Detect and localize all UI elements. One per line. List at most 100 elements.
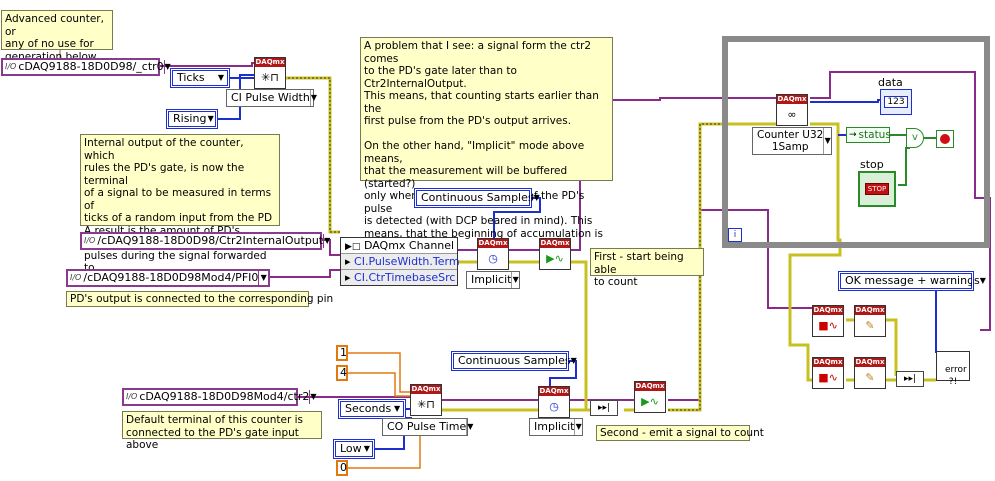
io-constant-ctr2-internal-output[interactable]: I/O /cDAQ9188-18D0D98/Ctr2InternalOutput… (80, 232, 330, 250)
daqmx-vi-header: DAQmx (478, 239, 508, 248)
note-top-left: Advanced counter, or any of no use for g… (1, 10, 113, 63)
daqmx-vi-header: DAQmx (411, 385, 441, 394)
or-function-icon[interactable]: v (906, 128, 924, 148)
property-row-pulse-width-term[interactable]: ▸ CI.PulseWidth.Term (341, 253, 460, 269)
daqmx-stop-task-vi-1[interactable]: DAQmx ■∿ (812, 305, 844, 337)
note-pd-output: PD's output is connected to the correspo… (66, 291, 333, 307)
io-tag: I/O (126, 392, 138, 401)
daqmx-vi-header: DAQmx (255, 58, 285, 67)
chevron-down-icon[interactable]: ▼ (533, 193, 540, 202)
enum-ok-message-value: OK message + warnings (845, 274, 980, 287)
stop-condition-icon[interactable] (936, 130, 954, 148)
daqmx-channel-property-node[interactable]: ▶□ DAQmx Channel ▸ CI.PulseWidth.Term ▸ … (340, 237, 460, 286)
daqmx-stop-task-vi-2[interactable]: DAQmx ■∿ (812, 357, 844, 389)
io-constant-ctr0[interactable]: I/O cDAQ9188-18D0D98/_ctr0 ▼ (1, 58, 171, 76)
ring-implicit-bottom[interactable]: Implicit▼ (529, 418, 583, 436)
numeric-constant-1[interactable]: 1 (336, 345, 348, 361)
note-second: Second - emit a signal to count (596, 425, 764, 441)
chevron-down-icon[interactable]: ▼ (466, 419, 473, 435)
enum-continuous-bottom-value: Continuous Samples (458, 354, 571, 367)
stop-square-icon: ■∿ (818, 371, 838, 384)
chevron-down-icon[interactable]: ▼ (217, 73, 225, 82)
daqmx-create-channel-ci-vi[interactable]: DAQmx ✳⊓ (254, 57, 286, 89)
status-arrow-icon: → (849, 130, 857, 140)
read-glasses-icon: ∞ (787, 108, 797, 121)
play-icon: ▶∿ (546, 252, 564, 265)
while-loop[interactable] (722, 36, 990, 248)
enum-continuous-samples-top[interactable]: Continuous Samples▼ (415, 189, 540, 207)
ring-co-pulse-time-value: CO Pulse Time (387, 420, 467, 433)
chevron-down-icon[interactable]: ▼ (979, 276, 986, 285)
chevron-down-icon[interactable]: ▼ (309, 390, 317, 404)
note-problem: A problem that I see: a signal form the … (360, 37, 613, 265)
chevron-down-icon[interactable]: ▼ (323, 234, 330, 248)
enum-continuous-samples-bottom[interactable]: Continuous Samples▼ (452, 352, 577, 370)
data-indicator[interactable]: 123 (880, 89, 912, 115)
ring-counter-u32[interactable]: Counter U32 1Samp▼ (752, 127, 832, 155)
chevron-down-icon[interactable]: ▼ (823, 128, 831, 154)
stop-square-icon: ■∿ (818, 319, 838, 332)
ring-implicit-top[interactable]: Implicit▼ (466, 271, 520, 289)
ring-ci-pulse-width-value: CI Pulse Width (231, 91, 310, 104)
note-default-terminal: Default terminal of this counter is conn… (122, 411, 322, 451)
property-node-header-label: DAQmx Channel (363, 239, 455, 252)
daqmx-start-task-vi-top[interactable]: DAQmx ▶∿ (539, 238, 571, 270)
io-constant-ctr0-value: cDAQ9188-18D0D98/_ctr0 (18, 60, 164, 73)
note-internal-output: Internal output of the counter, which ru… (80, 134, 280, 287)
status-unbundle[interactable]: → status (846, 127, 891, 143)
daqmx-vi-header: DAQmx (539, 387, 569, 396)
chevron-down-icon[interactable]: ▼ (574, 419, 582, 435)
chevron-down-icon[interactable]: ▼ (363, 444, 370, 453)
stop-button-terminal[interactable]: STOP (858, 171, 896, 207)
daqmx-clear-task-vi-2[interactable]: DAQmx ✎ (854, 357, 886, 389)
chevron-down-icon[interactable]: ▼ (309, 90, 317, 106)
daqmx-timing-vi-bottom[interactable]: DAQmx ◷ (538, 386, 570, 418)
merge-errors-node-bottom[interactable]: ▸▸| (590, 400, 618, 416)
daqmx-vi-header: DAQmx (813, 306, 843, 315)
enum-seconds[interactable]: Seconds▼ (339, 400, 405, 418)
merge-errors-node-right[interactable]: ▸▸| (896, 371, 924, 387)
daqmx-vi-header: DAQmx (540, 239, 570, 248)
enum-rising-value: Rising (173, 112, 207, 125)
io-constant-ctr2-internal-value: /cDAQ9188-18D0D98/Ctr2InternalOutput (97, 234, 324, 247)
ring-implicit-top-value: Implicit (471, 273, 512, 286)
status-label: status (858, 129, 891, 141)
ring-co-pulse-time[interactable]: CO Pulse Time▼ (382, 418, 473, 436)
chevron-down-icon[interactable]: ▼ (511, 272, 519, 288)
numeric-constant-4[interactable]: 4 (336, 365, 348, 381)
property-row-ctr-timebase-src[interactable]: ▸ CI.CtrTimebaseSrc (341, 269, 457, 285)
daqmx-clear-task-vi-1[interactable]: DAQmx ✎ (854, 305, 886, 337)
daqmx-vi-header: DAQmx (855, 306, 885, 315)
enum-ok-message[interactable]: OK message + warnings▼ (839, 272, 986, 290)
enum-continuous-top-value: Continuous Samples (421, 191, 534, 204)
property-row-label: CI.PulseWidth.Term (354, 255, 460, 268)
chevron-down-icon[interactable]: ▼ (570, 356, 577, 365)
chevron-down-icon[interactable]: ▼ (163, 60, 171, 74)
eraser-icon: ✎ (865, 319, 875, 332)
daqmx-create-channel-co-vi[interactable]: DAQmx ✳⊓ (410, 384, 442, 416)
daqmx-vi-header: DAQmx (635, 382, 665, 391)
daqmx-vi-header: DAQmx (813, 358, 843, 367)
chevron-down-icon[interactable]: ▼ (258, 271, 268, 285)
numeric-constant-0[interactable]: 0 (336, 460, 348, 476)
note-first: First - start being able to count (590, 248, 704, 288)
daqmx-timing-vi-top[interactable]: DAQmx ◷ (477, 238, 509, 270)
io-constant-pfi0[interactable]: I/O /cDAQ9188-18D0D98Mod4/PFI0 ▼ (66, 269, 270, 287)
daqmx-start-task-vi-bottom[interactable]: DAQmx ▶∿ (634, 381, 666, 413)
io-constant-ctr2[interactable]: I/O cDAQ9188-18D0D98Mod4/ctr2 ▼ (122, 388, 317, 406)
clock-icon: ◷ (488, 252, 498, 265)
enum-rising[interactable]: Rising▼ (167, 110, 217, 128)
ring-counter-u32-value: Counter U32 1Samp (757, 129, 824, 153)
enum-low[interactable]: Low▼ (334, 440, 374, 458)
simple-error-handler[interactable]: error ?! (936, 351, 970, 387)
enum-ticks[interactable]: Ticks▼ (171, 69, 229, 87)
ring-ci-pulse-width[interactable]: CI Pulse Width▼ (226, 89, 317, 107)
chevron-down-icon[interactable]: ▼ (394, 404, 401, 413)
create-channel-icon: ✳⊓ (417, 398, 435, 411)
io-constant-pfi0-value: /cDAQ9188-18D0D98Mod4/PFI0 (83, 271, 259, 284)
daqmx-read-vi[interactable]: DAQmx ∞ (776, 94, 808, 126)
io-tag: I/O (70, 273, 82, 282)
chevron-down-icon[interactable]: ▼ (207, 114, 214, 123)
loop-iteration-terminal: i (728, 228, 742, 242)
property-node-header: ▶□ DAQmx Channel (341, 238, 457, 253)
